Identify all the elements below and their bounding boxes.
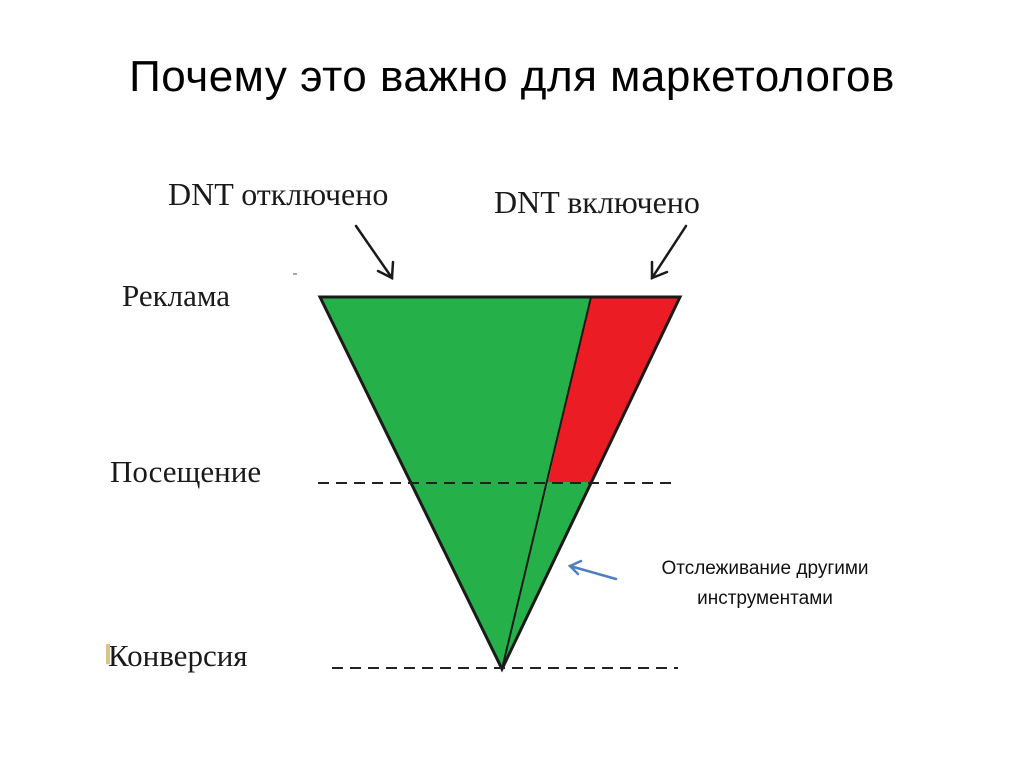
decorative-mark: [106, 644, 110, 664]
funnel-red-dnt: [548, 297, 680, 482]
dnt-on-arrow-icon: [650, 224, 688, 280]
dnt-off-arrow-icon: [354, 224, 395, 280]
funnel-divider-line: [501, 296, 592, 670]
stage-label-visit: Посещение: [110, 454, 262, 489]
stage-label-ad: Реклама: [122, 278, 231, 313]
dnt-on-label: DNT включено: [494, 184, 700, 220]
other-tools-annotation: Отслеживание другими инструментами: [620, 554, 910, 614]
annotation-arrow-icon: [567, 559, 618, 581]
slide-title: Почему это важно для маркетологов: [129, 52, 895, 101]
annotation-line-1: Отслеживание другими: [661, 558, 869, 579]
stage-label-conversion: Конверсия: [108, 638, 248, 673]
annotation-line-2: инструментами: [697, 588, 833, 609]
dnt-off-label: DNT отключено: [168, 176, 389, 212]
